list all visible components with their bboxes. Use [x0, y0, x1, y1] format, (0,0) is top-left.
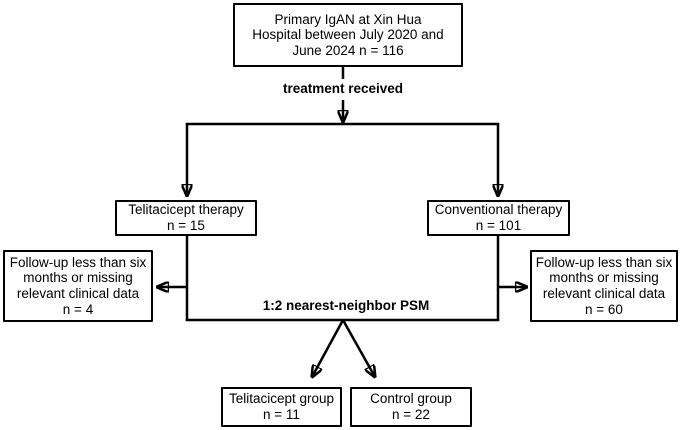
node-exclusion-left-line-4: n = 4 [62, 301, 94, 317]
node-telitacicept-group-line-2: n = 11 [263, 407, 300, 422]
node-exclusion-right: Follow-up less than six months or missin… [530, 250, 678, 322]
node-exclusion-left-line-1: Follow-up less than six [9, 254, 147, 270]
connector-diagonal-left-arrow [312, 319, 345, 377]
connector-diagonal-right-arrow [341, 319, 375, 377]
node-telitacicept-therapy-line-1: Telitacicept therapy [128, 202, 244, 218]
node-exclusion-right-line-1: Follow-up less than six [535, 254, 673, 270]
node-exclusion-left: Follow-up less than six months or missin… [3, 250, 153, 322]
node-control-group-line-1: Control group [370, 391, 452, 407]
node-conventional-therapy-line-2: n = 101 [475, 218, 522, 233]
node-conventional-therapy: Conventional therapy n = 101 [427, 200, 570, 236]
node-exclusion-right-line-4: n = 60 [585, 301, 623, 317]
node-control-group: Control group n = 22 [350, 387, 472, 427]
node-exclusion-left-line-2: months or missing [23, 270, 133, 286]
node-exclusion-right-line-2: months or missing [549, 270, 659, 286]
node-telitacicept-therapy-line-2: n = 15 [167, 218, 205, 233]
node-conventional-therapy-line-1: Conventional therapy [434, 202, 563, 218]
psm-label: 1:2 nearest-neighbor PSM [262, 298, 430, 313]
node-exclusion-left-line-3: relevant clinical data [16, 286, 140, 301]
node-cohort-line-3: June 2024 n = 116 [292, 42, 404, 58]
node-telitacicept-group: Telitacicept group n = 11 [221, 387, 342, 427]
node-cohort: Primary IgAN at Xin Hua Hospital between… [233, 3, 463, 67]
treatment-received-label: treatment received [282, 81, 404, 96]
node-control-group-line-2: n = 22 [392, 407, 430, 422]
node-cohort-line-2: Hospital between July 2020 and [252, 27, 444, 43]
node-exclusion-right-line-3: relevant clinical data [542, 286, 666, 301]
node-cohort-line-1: Primary IgAN at Xin Hua [274, 11, 422, 27]
node-telitacicept-therapy: Telitacicept therapy n = 15 [115, 200, 257, 236]
node-telitacicept-group-line-1: Telitacicept group [228, 391, 335, 407]
